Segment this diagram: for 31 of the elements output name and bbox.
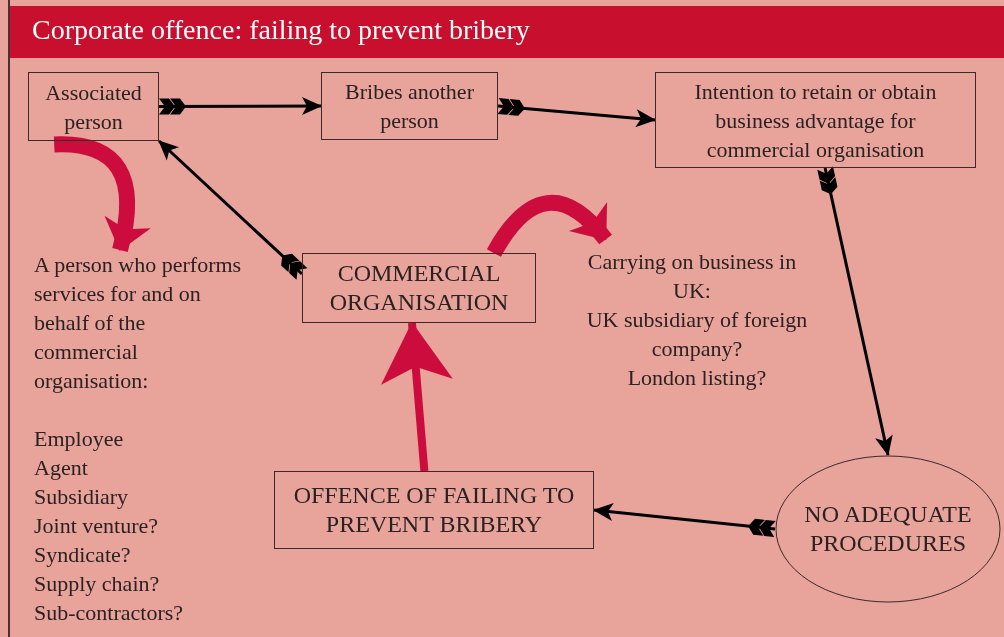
arrow bbox=[159, 97, 322, 116]
note-text: UK subsidiary of foreign company? bbox=[585, 306, 809, 363]
ellipse-node bbox=[775, 455, 1001, 603]
list-item: Supply chain? bbox=[34, 570, 161, 598]
process-box bbox=[28, 72, 159, 141]
node-label: Bribes another person bbox=[344, 78, 475, 135]
process-box bbox=[655, 72, 976, 168]
node-label: OFFENCE OF FAILING TO PREVENT BRIBERY bbox=[292, 481, 576, 539]
list-item: Agent bbox=[34, 454, 89, 482]
block-arrow bbox=[381, 322, 453, 472]
process-box bbox=[274, 471, 594, 549]
title: Corporate offence: failing to prevent bribery bbox=[32, 14, 530, 46]
note-text: London listing? bbox=[626, 364, 768, 392]
description-text: Carrying on business in UK: bbox=[586, 248, 798, 305]
list-item: Employee bbox=[34, 425, 125, 453]
process-box bbox=[321, 72, 498, 140]
list-item: Syndicate? bbox=[34, 541, 132, 569]
list-item: Subsidiary bbox=[34, 483, 130, 511]
description-text: A person who performs services for and on behalf of the commercial organisation: bbox=[34, 251, 243, 395]
arrow bbox=[497, 98, 656, 128]
node-label: Associated person bbox=[44, 78, 143, 136]
list-item: Joint venture? bbox=[34, 512, 160, 540]
arrow bbox=[593, 503, 776, 537]
list-item: Sub-contractors? bbox=[34, 599, 185, 627]
process-box bbox=[302, 253, 536, 323]
node-label: Intention to retain or obtain business advantage for commercial organisation bbox=[693, 77, 938, 164]
node-label: NO ADEQUATE PROCEDURES bbox=[803, 500, 973, 558]
arrow bbox=[157, 139, 308, 280]
arrow bbox=[817, 166, 893, 456]
node-label: COMMERCIAL ORGANISATION bbox=[328, 259, 510, 317]
block-arrow bbox=[487, 195, 612, 258]
